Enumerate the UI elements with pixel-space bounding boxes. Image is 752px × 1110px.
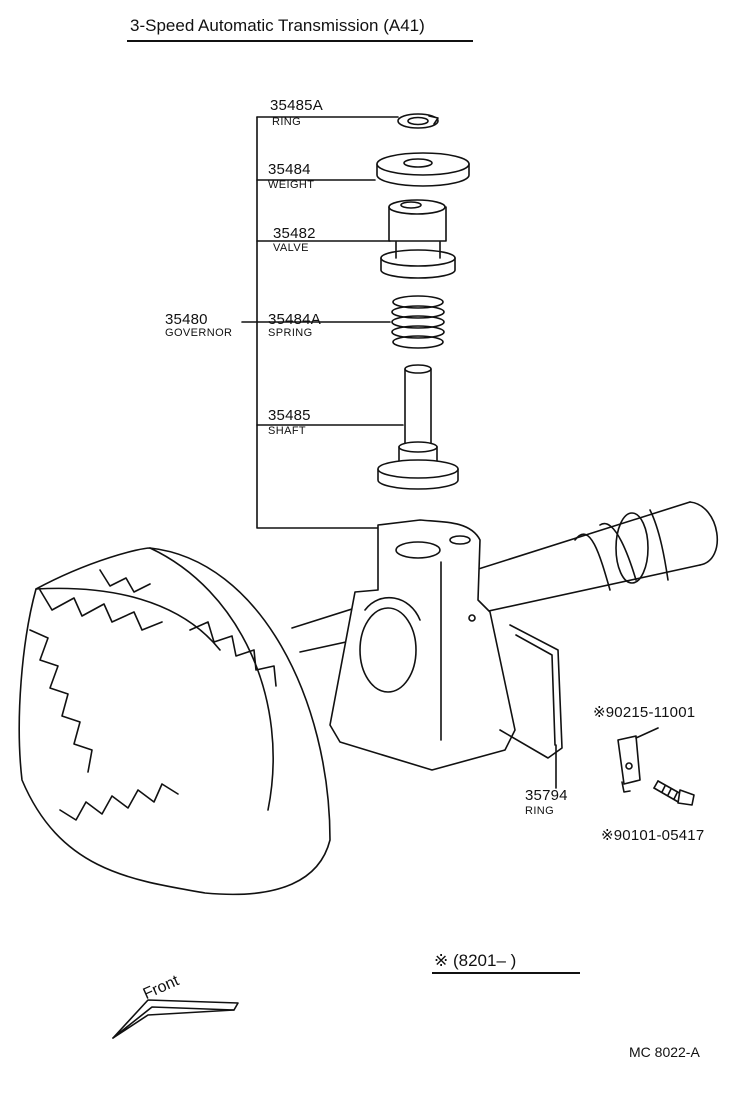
ring-35794-part (499, 624, 563, 789)
part-name-valve: VALVE (273, 242, 309, 254)
valve-35482-part (380, 199, 456, 279)
clip-90215-11001-part (617, 727, 659, 793)
production-note: ※ (8201– ) (434, 951, 517, 970)
part-number-35480: 35480 (165, 311, 208, 328)
part-number-35794: 35794 (525, 787, 568, 804)
part-number-90215-11001: ※90215-11001 (593, 704, 696, 721)
part-name-ring-35794: RING (525, 805, 555, 817)
part-number-35485a: 35485A (270, 97, 323, 114)
bolt-90101-05417-part (653, 780, 695, 806)
output-shaft-part (291, 501, 718, 653)
part-number-35482: 35482 (273, 225, 316, 242)
part-number-90101-05417: ※90101-05417 (601, 827, 705, 844)
part-name-ring: RING (272, 116, 302, 128)
ring-35485a-part (397, 113, 439, 129)
weight-35484-part (376, 152, 470, 187)
part-name-weight: WEIGHT (268, 179, 315, 191)
part-number-35484: 35484 (268, 161, 311, 178)
part-number-35484a: 35484A (268, 311, 321, 328)
shaft-35485-part (377, 364, 459, 490)
part-name-spring: SPRING (268, 327, 313, 339)
note-underline (432, 972, 580, 974)
part-name-governor: GOVERNOR (165, 327, 233, 339)
governor-body-part (329, 519, 516, 771)
part-number-35485: 35485 (268, 407, 311, 424)
diagram-code: MC 8022-A (629, 1044, 700, 1060)
page-title: 3-Speed Automatic Transmission (A41) (130, 16, 425, 35)
governor-bracket-leaders (241, 116, 404, 529)
front-arrow-icon (112, 999, 239, 1039)
title-underline (127, 40, 473, 42)
spring-35484a-part (391, 295, 445, 349)
drum-part (18, 547, 331, 896)
part-name-shaft: SHAFT (268, 425, 307, 437)
